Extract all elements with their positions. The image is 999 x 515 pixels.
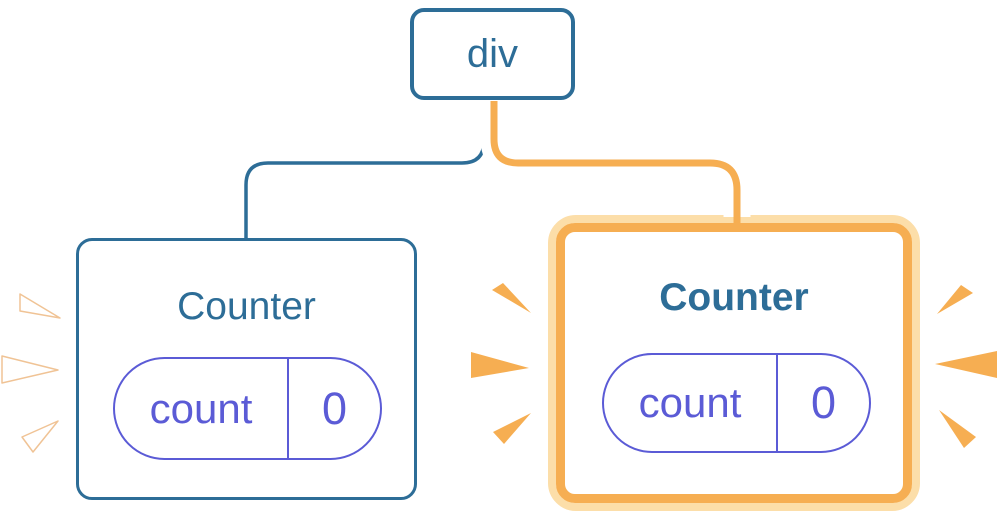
root-node-div: div	[410, 8, 575, 100]
spark-icon	[493, 413, 531, 444]
root-node-label: div	[466, 31, 519, 76]
counter-card-left: Counter count 0	[76, 238, 417, 500]
spark-icon	[19, 293, 61, 319]
state-key-label: count	[604, 355, 778, 451]
counter-title: Counter	[659, 276, 809, 319]
spark-icon	[21, 420, 59, 453]
counter-title: Counter	[177, 285, 316, 328]
spark-icon	[492, 283, 531, 313]
spark-icon	[935, 351, 997, 378]
state-pill: count 0	[113, 357, 382, 460]
sparks-right-counter-right	[935, 285, 997, 448]
state-value: 0	[810, 377, 837, 428]
sparks-right-counter-left	[471, 283, 531, 444]
spark-icon	[939, 410, 976, 448]
edge-to-right-counter-pipe	[480, 101, 751, 217]
edge-to-right-counter-highlight	[490, 101, 741, 231]
spark-icon	[471, 352, 529, 378]
edge-to-left-counter	[244, 101, 486, 239]
state-key-label: count	[115, 359, 289, 458]
state-value: 0	[321, 382, 348, 434]
spark-icon	[1, 355, 59, 384]
counter-card-right-highlighted: Counter count 0	[548, 215, 920, 511]
sparks-left-counter	[1, 293, 61, 453]
spark-icon	[937, 285, 973, 314]
state-pill: count 0	[602, 353, 871, 453]
